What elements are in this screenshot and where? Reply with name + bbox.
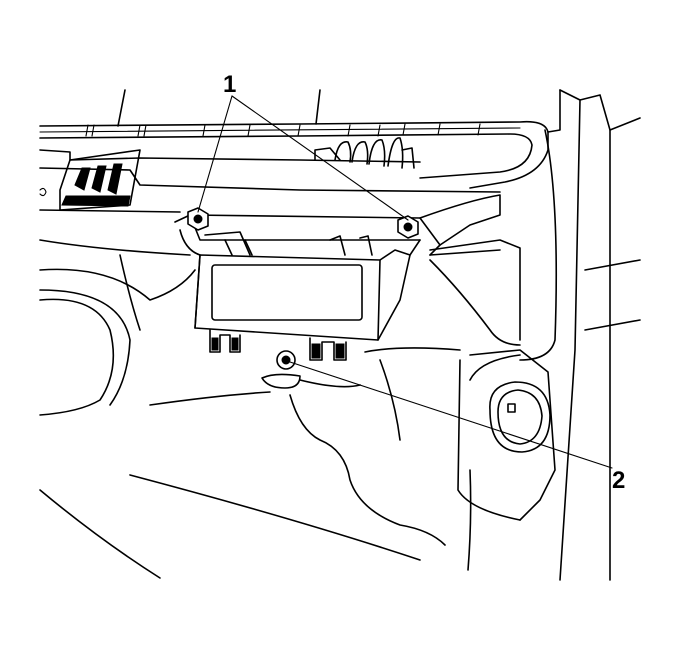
module-bracket (174, 194, 501, 256)
access-hole (489, 381, 551, 453)
floor-area (39, 239, 521, 579)
control-module (194, 239, 421, 361)
fastener-nut-right (397, 215, 419, 239)
callout-2: 2 (612, 467, 625, 494)
fastener-screw-lower (261, 350, 301, 389)
callout-1: 1 (223, 71, 236, 98)
fastener-nut-left (187, 207, 209, 231)
side-panel (429, 89, 641, 581)
leader-lines (197, 95, 613, 469)
dash-frame (39, 89, 549, 213)
